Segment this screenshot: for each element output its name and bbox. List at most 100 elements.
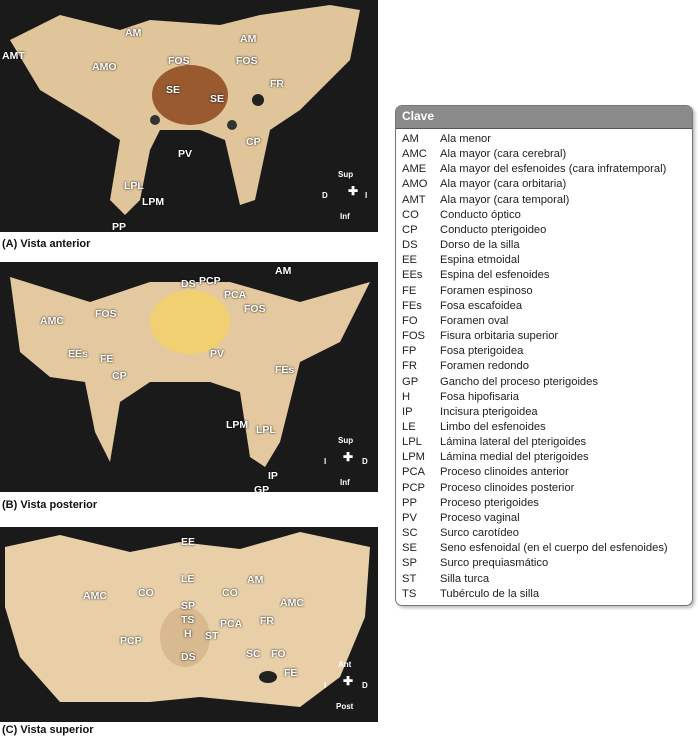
key-abbr: AME [402,163,427,176]
orient-top: Sup [338,170,354,179]
key-desc: Surco prequiasmático [440,557,549,570]
key-desc: Lámina medial del pterigoides [440,451,589,464]
key-desc: Tubérculo de la silla [440,587,540,600]
caption-superior: (C) Vista superior [2,724,94,736]
key-abbr: FE [402,284,417,297]
label-fe: FE [284,667,298,679]
key-abbr: SP [402,557,417,570]
orient-top: Sup [338,436,354,445]
label-gp: GP [254,484,270,492]
label-amt: AMT [2,50,25,62]
label-ds: DS [181,651,196,663]
label-ees: EEs [68,348,88,360]
orient-left: D [322,191,328,200]
key-abbr: EEs [402,269,423,282]
key-item: FR Foramen redondo [402,359,692,374]
compass-cross-icon: ✚ [348,184,359,198]
orient-right: I [365,191,368,200]
label-lpm: LPM [142,196,165,208]
label-amc: AMC [280,597,304,609]
compass-cross-icon: ✚ [343,674,354,688]
key-desc: Dorso de la silla [440,239,520,252]
key-title: Clave [396,106,692,129]
key-desc: Fosa hipofisaria [440,390,519,403]
sphenoid-bone-superior [5,532,370,707]
key-abbr: TS [402,587,417,600]
label-pca: PCA [220,618,243,630]
label-amc: AMC [83,590,107,602]
orient-bottom: Post [336,702,354,711]
key-item: PV Proceso vaginal [402,511,692,526]
key-abbr: FEs [402,299,422,312]
key-abbr: PV [402,511,417,524]
label-am: AM [125,27,142,39]
label-fe: FE [100,353,114,365]
label-am: AM [240,33,257,45]
orient-right: D [362,681,368,690]
label-pcp: PCP [199,275,221,287]
key-abbr: SC [402,527,418,540]
key-abbr: GP [402,375,419,388]
label-co: CO [222,587,238,599]
key-abbr: FO [402,314,418,327]
photo-superior-view: EE LE SP TS H DS ST AM CO CO AMC AMC PCA… [0,527,378,722]
key-abbr: PP [402,496,417,509]
label-lpm: LPM [226,419,249,431]
key-desc: Gancho del proceso pterigoides [440,375,598,388]
key-desc: Ala mayor del esfenoides (cara infratemp… [440,163,667,176]
label-fos: FOS [244,303,266,315]
key-item: DS Dorso de la silla [402,238,692,253]
label-amc: AMC [40,315,64,327]
key-item: GP Gancho del proceso pterigoides [402,375,692,390]
orient-left: I [324,681,327,690]
photo-anterior-view: AMT AM AM AMO FOS FOS SE SE FR CP PV LPL… [0,0,378,232]
label-pv: PV [178,148,193,160]
key-abbr: EE [402,254,417,267]
label-am: AM [275,265,292,277]
key-desc: Ala mayor (cara temporal) [440,193,570,206]
sphenoid-bone-anterior [10,5,360,215]
key-desc: Ala mayor (cara orbitaria) [440,178,567,191]
orient-left: I [324,457,327,466]
key-desc: Foramen redondo [440,360,529,373]
key-desc: Proceso pterigoides [440,496,539,509]
key-desc: Conducto pterigoideo [440,223,547,236]
label-se: SE [210,93,225,105]
key-abbr: ST [402,572,417,585]
photo-posterior-view: DS PCP PCA AM FOS FOS AMC EEs FE CP PV F… [0,262,378,492]
label-st: ST [205,630,219,642]
key-item: PP Proceso pterigoides [402,496,692,511]
key-desc: Lámina lateral del pterigoides [440,436,587,449]
label-fos: FOS [95,308,117,320]
label-am: AM [247,574,264,586]
key-desc: Fosa pterigoidea [440,345,524,358]
key-abbr: DS [402,239,418,252]
label-sc: SC [246,648,261,660]
key-desc: Proceso vaginal [440,511,520,524]
key-desc: Silla turca [440,572,490,585]
label-lpl: LPL [256,424,276,436]
label-pv: PV [210,348,225,360]
label-ee: EE [181,536,196,548]
key-desc: Proceso clinoides anterior [440,466,569,479]
label-cp: CP [112,370,127,382]
key-item: ST Silla turca [402,572,692,587]
key-abbr: FR [402,360,417,373]
